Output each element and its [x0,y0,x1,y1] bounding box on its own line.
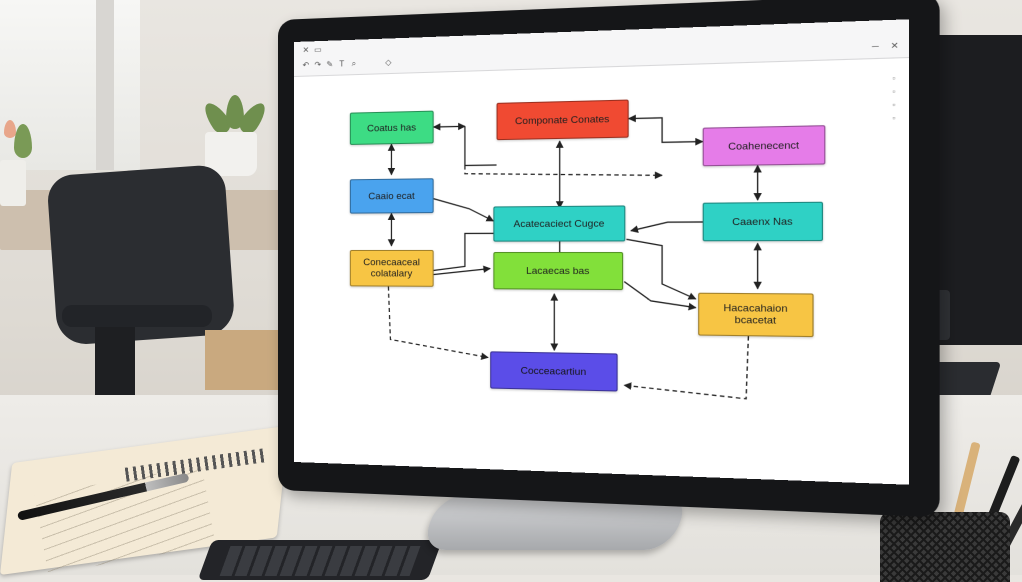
flower-plant [2,120,28,154]
diagram-node[interactable]: Cocceacartiun [490,351,617,391]
diagram-node[interactable]: Caaio ecat [350,178,434,213]
diagram-node[interactable]: Acatecaciect Cugce [493,205,625,241]
connector [434,126,465,127]
office-chair-arm [62,305,212,327]
diagram-node[interactable]: Componate Conates [497,100,629,141]
plant-pot-small [0,160,26,206]
diagram-node[interactable]: Lacaecas bas [493,252,623,290]
diagram-node[interactable]: Hacacahaion bcacetat [698,293,813,337]
window-frame [96,0,114,170]
monitor-screen: ✕ ▭ ↶ ↷ ✎ T ⌕ ◇ ─ ✕ ▫ ▫ ▫ ▫ [294,19,909,484]
potted-plant [200,95,270,135]
diagram-node[interactable]: Caaenx Nas [703,202,823,242]
pencil-cup [880,512,1010,582]
keyboard-keys [220,546,421,576]
diagram-node[interactable]: Conecaaceal colatalary [350,250,434,287]
diagram-node[interactable]: Coahenecenct [703,125,826,166]
diagram-node[interactable]: Coatus has [350,111,434,145]
